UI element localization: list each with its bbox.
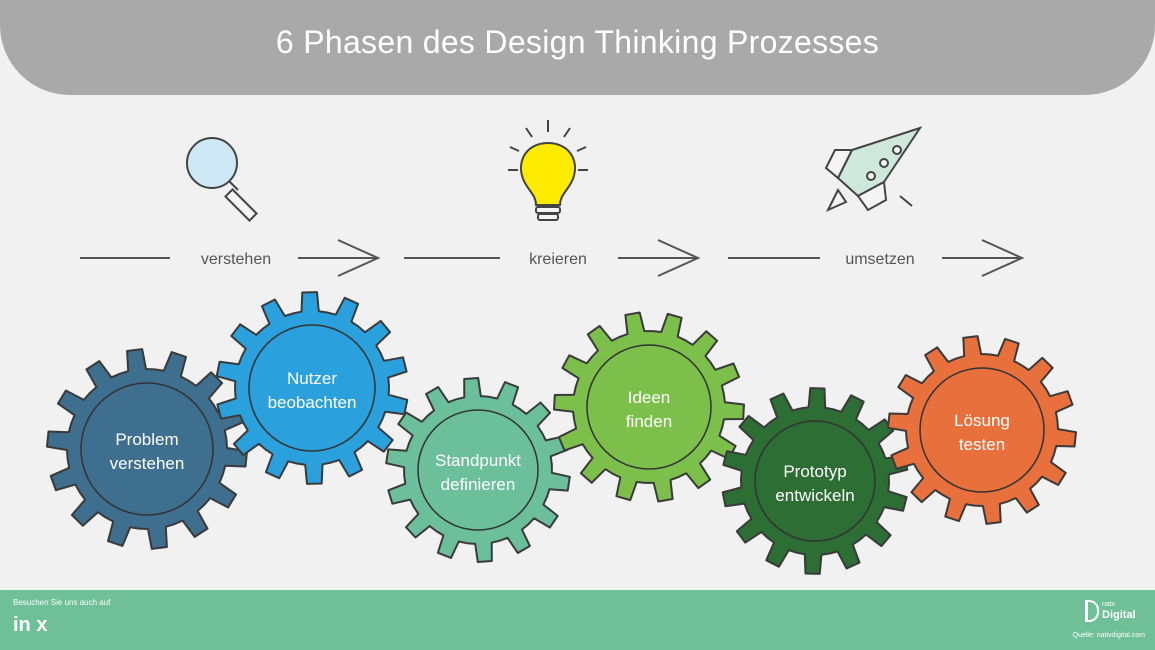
- gear-body: [215, 291, 409, 485]
- gear-body: [721, 387, 909, 575]
- gear-label-line1: Ideen: [628, 388, 671, 407]
- gear-body: [46, 348, 248, 550]
- gears: ProblemverstehenNutzerbeobachtenStandpun…: [46, 291, 1077, 575]
- stage-labels: verstehen kreieren umsetzen: [201, 251, 915, 268]
- gear-label-line1: Problem: [115, 430, 178, 449]
- gear: Standpunkt definieren: [385, 377, 571, 563]
- arrow-head: [981, 239, 1025, 277]
- gear: Problem verstehen: [46, 348, 248, 550]
- gear-body: [385, 377, 571, 563]
- follow-text: Besuchen Sie uns auch auf: [13, 598, 111, 607]
- rocket-icon: [824, 126, 923, 213]
- gear-label-line2: definieren: [441, 475, 516, 494]
- footer: Besuchen Sie uns auch auf in х natv Digi…: [0, 590, 1155, 650]
- gear-label-line2: verstehen: [110, 454, 185, 473]
- stage-label: umsetzen: [845, 251, 914, 268]
- gear-inner-ring: [417, 409, 539, 531]
- gear: Prototyp entwickeln: [721, 387, 909, 575]
- lightbulb-icon: [508, 120, 588, 221]
- source-credit: Quelle: nativdigital.com: [1072, 632, 1145, 639]
- gear: Lösung testen: [887, 335, 1077, 525]
- gear-label-line2: entwickeln: [775, 486, 854, 505]
- gear-label-line1: Standpunkt: [435, 451, 521, 470]
- gear-inner-ring: [248, 324, 376, 452]
- gear-label-line1: Prototyp: [783, 462, 846, 481]
- arrow-head: [337, 239, 381, 277]
- brand-mark-icon: [1085, 600, 1099, 622]
- gear-inner-ring: [586, 344, 712, 470]
- gear-body: [553, 311, 745, 503]
- social-links[interactable]: in х: [13, 614, 48, 636]
- gear: Ideen finden: [553, 311, 745, 503]
- stage-label: verstehen: [201, 251, 271, 268]
- gear-inner-ring: [80, 382, 214, 516]
- gear-body: [887, 335, 1077, 525]
- brand-top: natv: [1102, 601, 1116, 608]
- brand-bottom: Digital: [1102, 609, 1136, 621]
- stage-label: kreieren: [529, 251, 587, 268]
- page-title: 6 Phasen des Design Thinking Prozesses: [275, 24, 880, 60]
- gear-label-line1: Nutzer: [287, 369, 337, 388]
- gear-label-line2: beobachten: [268, 393, 357, 412]
- gear-label-line1: Lösung: [954, 411, 1010, 430]
- brand-logo: natv Digital: [1085, 600, 1145, 624]
- gear: Nutzer beobachten: [215, 291, 409, 485]
- stage-arrows: [80, 239, 1025, 277]
- gear-inner-ring: [919, 367, 1045, 493]
- gear-label-line2: testen: [959, 435, 1005, 454]
- gear-inner-ring: [754, 420, 876, 542]
- magnifier-icon: [186, 137, 258, 222]
- gear-label-line2: finden: [626, 412, 672, 431]
- arrow-head: [657, 239, 701, 277]
- title-banner: 6 Phasen des Design Thinking Prozesses: [0, 0, 1155, 95]
